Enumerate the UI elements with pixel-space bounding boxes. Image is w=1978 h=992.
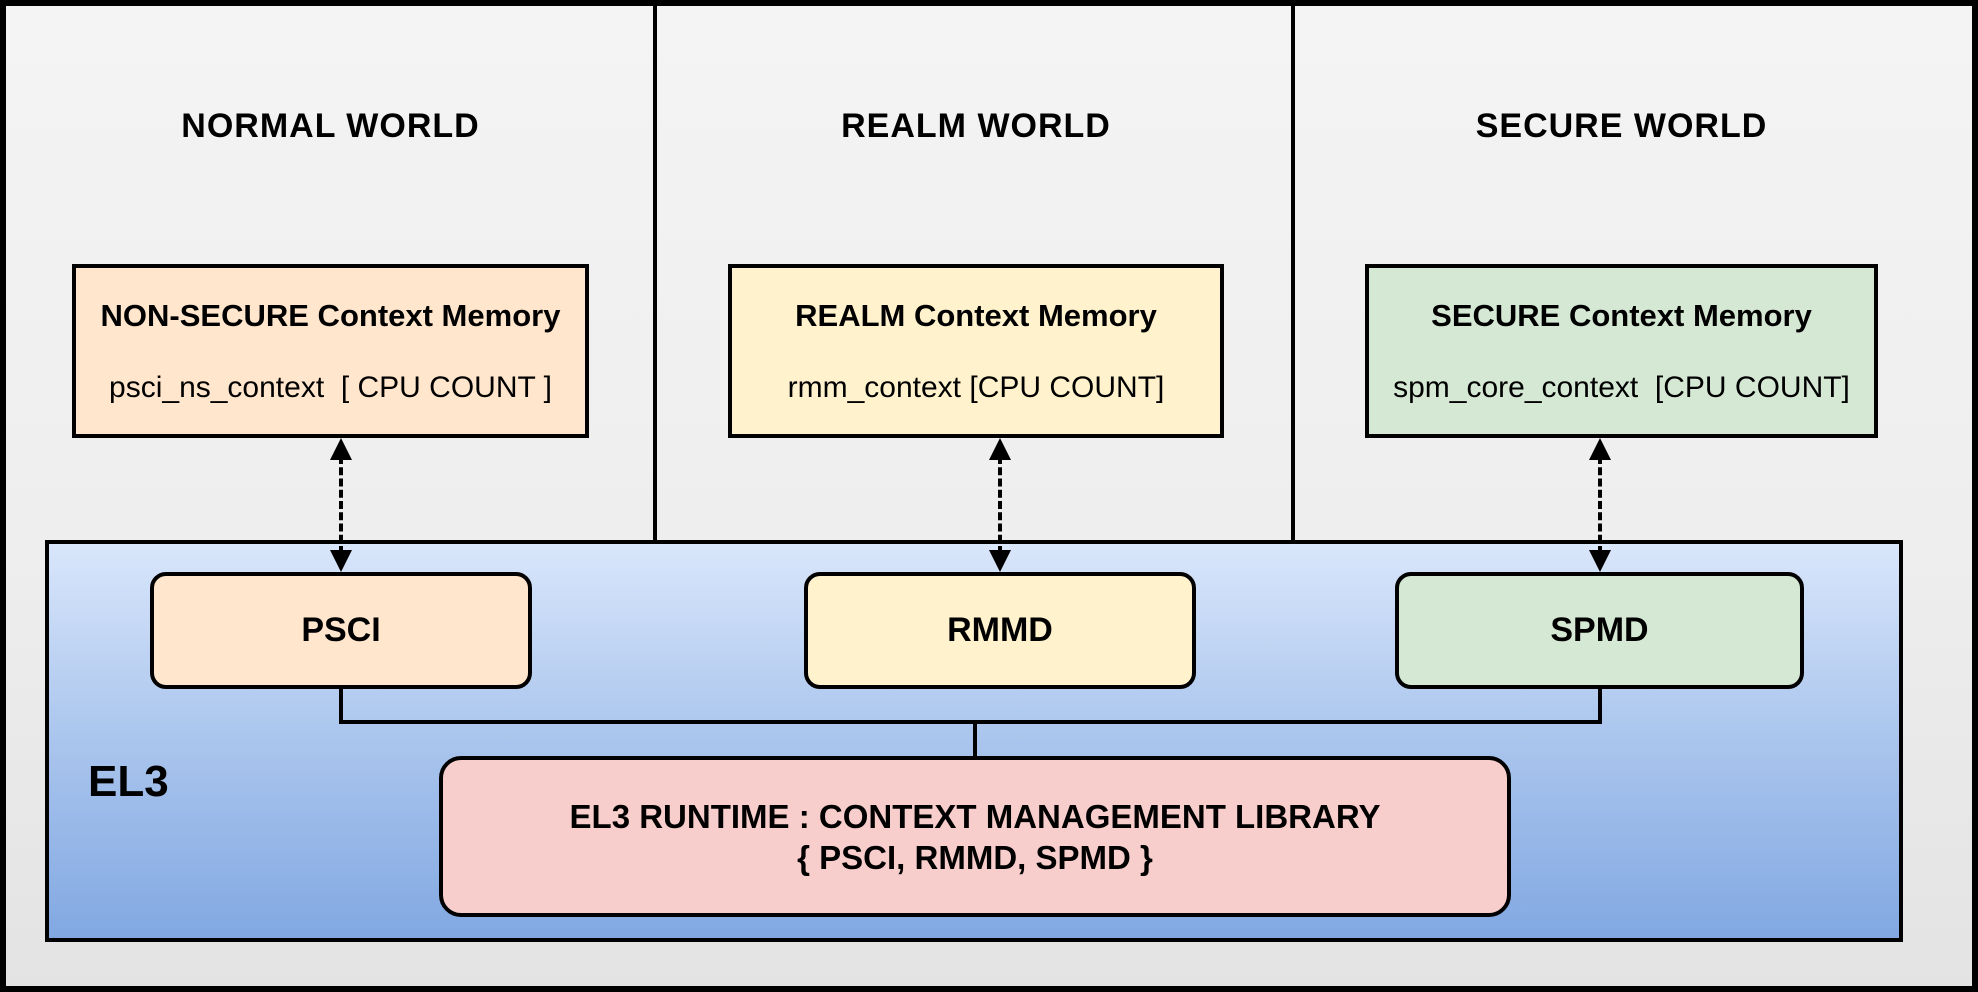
connector-runtime-drop (973, 724, 977, 758)
divider-realm-secure (1291, 0, 1295, 540)
runtime-box-line1: EL3 RUNTIME : CONTEXT MANAGEMENT LIBRARY (569, 797, 1381, 835)
runtime-box-line2: { PSCI, RMMD, SPMD } (797, 838, 1153, 876)
memory-box-subtitle: spm_core_context [CPU COUNT] (1393, 371, 1850, 404)
dashed-arrow-psci-memory (330, 438, 352, 572)
spmd-box: SPMD (1395, 572, 1804, 689)
arrowhead-up-icon (330, 438, 352, 460)
arrowhead-down-icon (1589, 550, 1611, 572)
divider-normal-realm (653, 0, 657, 540)
secure-world-title: SECURE WORLD (1475, 107, 1768, 145)
secure-context-memory-box: SECURE Context Memory spm_core_context [… (1365, 264, 1878, 438)
el3-runtime-library-box: EL3 RUNTIME : CONTEXT MANAGEMENT LIBRARY… (439, 756, 1511, 917)
realm-world-title: REALM WORLD (841, 107, 1111, 145)
arrowhead-down-icon (330, 550, 352, 572)
connector-psci-drop (339, 689, 343, 724)
psci-box: PSCI (150, 572, 532, 689)
connector-bus-line (339, 720, 1602, 724)
memory-box-title: REALM Context Memory (795, 298, 1157, 333)
dashed-arrow-spmd-memory (1589, 438, 1611, 572)
dashed-arrow-shaft (1598, 456, 1602, 554)
dashed-arrow-shaft (339, 456, 343, 554)
non-secure-context-memory-box: NON-SECURE Context Memory psci_ns_contex… (72, 264, 589, 438)
connector-spmd-drop (1598, 689, 1602, 724)
normal-world-title: NORMAL WORLD (181, 107, 480, 145)
el3-label: EL3 (88, 757, 169, 806)
rmmd-box: RMMD (804, 572, 1196, 689)
arrowhead-up-icon (989, 438, 1011, 460)
dashed-arrow-rmmd-memory (989, 438, 1011, 572)
memory-box-title: SECURE Context Memory (1431, 298, 1812, 333)
arrowhead-up-icon (1589, 438, 1611, 460)
memory-box-subtitle: psci_ns_context [ CPU COUNT ] (109, 371, 552, 404)
memory-box-title: NON-SECURE Context Memory (100, 298, 561, 333)
arrowhead-down-icon (989, 550, 1011, 572)
realm-context-memory-box: REALM Context Memory rmm_context [CPU CO… (728, 264, 1224, 438)
dashed-arrow-shaft (998, 456, 1002, 554)
memory-box-subtitle: rmm_context [CPU COUNT] (787, 371, 1165, 404)
